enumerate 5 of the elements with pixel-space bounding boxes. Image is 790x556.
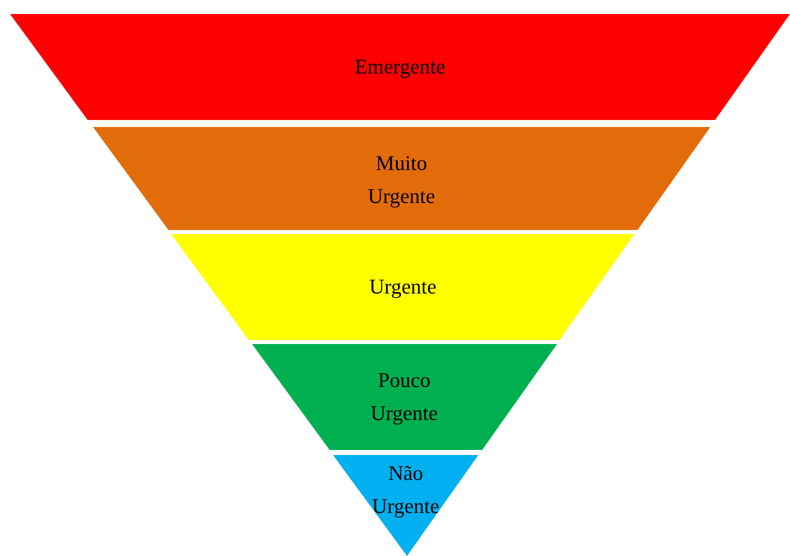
band-label: Pouco Urgente (370, 367, 439, 427)
band-label: Muito Urgente (366, 150, 436, 210)
band-label: Não Urgente (371, 460, 440, 520)
band-label: Urgente (368, 274, 438, 300)
band-label: Emergente (354, 54, 446, 80)
